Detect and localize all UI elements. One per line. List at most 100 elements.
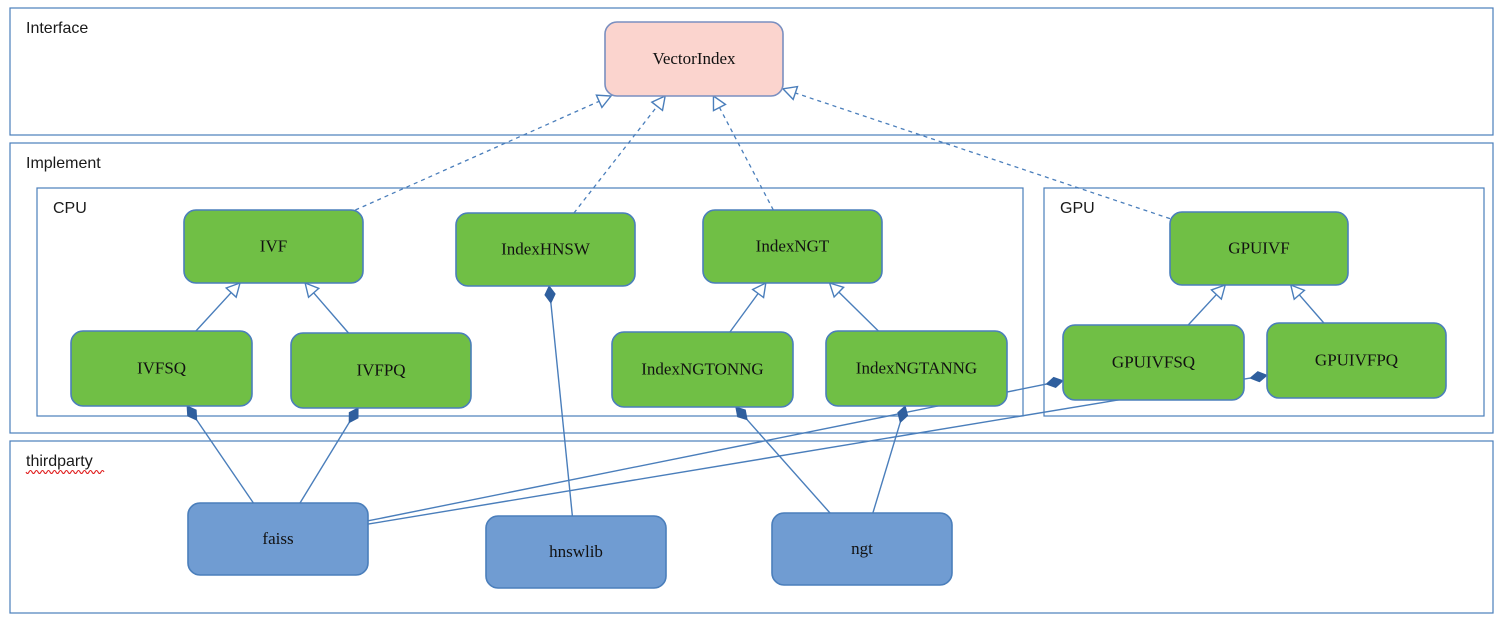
filled-diamond-marker-icon xyxy=(544,285,556,304)
node-label-hnswlib: hnswlib xyxy=(549,542,603,561)
node-box-hnswlib[interactable] xyxy=(485,515,667,589)
node-label-indexngt: IndexNGT xyxy=(756,236,830,255)
node-box-gpuivfpq[interactable] xyxy=(1266,322,1447,399)
filled-diamond-marker-icon xyxy=(186,405,198,421)
edge-line-generalization xyxy=(195,292,232,332)
group-label-interface: Interface xyxy=(26,20,88,37)
edge-line-composition xyxy=(367,383,1047,522)
node-indexhnsw[interactable]: IndexHNSW xyxy=(455,212,636,287)
node-indexngtanng[interactable]: IndexNGTANNG xyxy=(825,330,1008,407)
node-box-ivf[interactable] xyxy=(183,209,364,284)
node-vectorindex[interactable]: VectorIndex xyxy=(604,21,784,97)
node-label-ivfsq: IVFSQ xyxy=(137,358,186,377)
node-label-gpuivfpq: GPUIVFPQ xyxy=(1315,350,1398,369)
node-ivfpq[interactable]: IVFPQ xyxy=(290,332,472,409)
filled-diamond-marker-icon xyxy=(1249,371,1268,383)
node-label-ivf: IVF xyxy=(260,236,287,255)
node-box-gpuivf[interactable] xyxy=(1169,211,1349,286)
node-ngt[interactable]: ngt xyxy=(771,512,953,586)
edge-gpuivfsq-to-gpuivf xyxy=(1187,283,1227,326)
node-gpuivfpq[interactable]: GPUIVFPQ xyxy=(1266,322,1447,399)
filled-diamond-marker-icon xyxy=(1045,376,1064,388)
open-triangle-arrowhead-icon xyxy=(712,94,727,112)
spellcheck-underline-icon xyxy=(25,469,105,475)
edge-ivf-to-vectorindex xyxy=(355,94,613,211)
edge-ngt-to-indexngtanng xyxy=(872,405,909,514)
node-ivfsq[interactable]: IVFSQ xyxy=(70,330,253,407)
node-label-indexngtonng: IndexNGTONNG xyxy=(641,359,763,378)
edge-line-realization xyxy=(573,105,658,214)
edge-indexngt-to-vectorindex xyxy=(712,94,774,211)
node-faiss[interactable]: faiss xyxy=(187,502,369,576)
edge-ivfpq-to-ivf xyxy=(304,281,350,334)
edge-line-composition xyxy=(746,419,831,514)
node-label-gpuivfsq: GPUIVFSQ xyxy=(1112,352,1195,371)
edge-ivfsq-to-ivf xyxy=(195,281,242,332)
filled-diamond-marker-icon xyxy=(897,405,909,424)
edge-line-composition xyxy=(367,377,1251,525)
edges-layer xyxy=(186,85,1325,525)
node-box-ngt[interactable] xyxy=(771,512,953,586)
edge-line-realization xyxy=(718,107,774,211)
node-box-indexngt[interactable] xyxy=(702,209,883,284)
open-triangle-arrowhead-icon xyxy=(1210,283,1227,301)
node-gpuivf[interactable]: GPUIVF xyxy=(1169,211,1349,286)
edge-indexngtonng-to-indexngt xyxy=(729,281,767,333)
edge-indexngtanng-to-indexngt xyxy=(828,281,879,332)
filled-diamond-marker-icon xyxy=(735,406,748,421)
edge-faiss-to-ivfsq xyxy=(186,405,254,504)
edge-line-composition xyxy=(196,419,254,504)
node-box-gpuivfsq[interactable] xyxy=(1062,324,1245,401)
edge-line-generalization xyxy=(729,293,759,333)
edge-faiss-to-gpuivfsq xyxy=(367,376,1064,522)
edge-gpuivfpq-to-gpuivf xyxy=(1289,283,1325,324)
edge-line-composition xyxy=(872,422,901,514)
node-box-indexngtanng[interactable] xyxy=(825,330,1008,407)
node-box-indexngtonng[interactable] xyxy=(611,331,794,408)
node-indexngtonng[interactable]: IndexNGTONNG xyxy=(611,331,794,408)
node-ivf[interactable]: IVF xyxy=(183,209,364,284)
edge-line-generalization xyxy=(313,292,350,334)
open-triangle-arrowhead-icon xyxy=(828,281,845,299)
group-label-thirdparty: thirdparty xyxy=(26,453,93,470)
node-box-faiss[interactable] xyxy=(187,502,369,576)
group-label-cpu: CPU xyxy=(53,200,87,217)
node-indexngt[interactable]: IndexNGT xyxy=(702,209,883,284)
node-label-ngt: ngt xyxy=(851,539,873,558)
open-triangle-arrowhead-icon xyxy=(781,85,799,101)
node-box-ivfsq[interactable] xyxy=(70,330,253,407)
edge-line-generalization xyxy=(1298,294,1325,324)
edge-indexhnsw-to-vectorindex xyxy=(573,94,667,214)
open-triangle-arrowhead-icon xyxy=(1289,283,1306,301)
open-triangle-arrowhead-icon xyxy=(751,281,767,299)
edge-faiss-to-gpuivfpq xyxy=(367,371,1268,525)
edge-line-generalization xyxy=(838,291,879,332)
group-label-implement: Implement xyxy=(26,155,101,172)
edge-hnswlib-to-indexhnsw xyxy=(544,285,574,517)
edge-ngt-to-indexngtonng xyxy=(735,406,831,514)
node-box-ivfpq[interactable] xyxy=(290,332,472,409)
node-label-faiss: faiss xyxy=(262,529,293,548)
node-label-indexhnsw: IndexHNSW xyxy=(501,239,591,258)
node-box-indexhnsw[interactable] xyxy=(455,212,636,287)
group-label-gpu: GPU xyxy=(1060,200,1095,217)
open-triangle-arrowhead-icon xyxy=(304,281,321,299)
edge-faiss-to-ivfpq xyxy=(299,407,359,504)
edge-gpuivf-to-vectorindex xyxy=(781,85,1171,220)
open-triangle-arrowhead-icon xyxy=(595,94,613,109)
edge-line-generalization xyxy=(1187,294,1217,326)
node-label-vectorindex: VectorIndex xyxy=(652,49,736,68)
open-triangle-arrowhead-icon xyxy=(224,281,242,299)
node-label-ivfpq: IVFPQ xyxy=(356,360,405,379)
edge-line-composition xyxy=(299,422,350,504)
node-hnswlib[interactable]: hnswlib xyxy=(485,515,667,589)
node-label-gpuivf: GPUIVF xyxy=(1228,238,1289,257)
open-triangle-arrowhead-icon xyxy=(650,94,667,112)
edge-line-realization xyxy=(795,92,1171,220)
filled-diamond-marker-icon xyxy=(348,407,359,424)
node-box-vectorindex[interactable] xyxy=(604,21,784,97)
node-gpuivfsq[interactable]: GPUIVFSQ xyxy=(1062,324,1245,401)
